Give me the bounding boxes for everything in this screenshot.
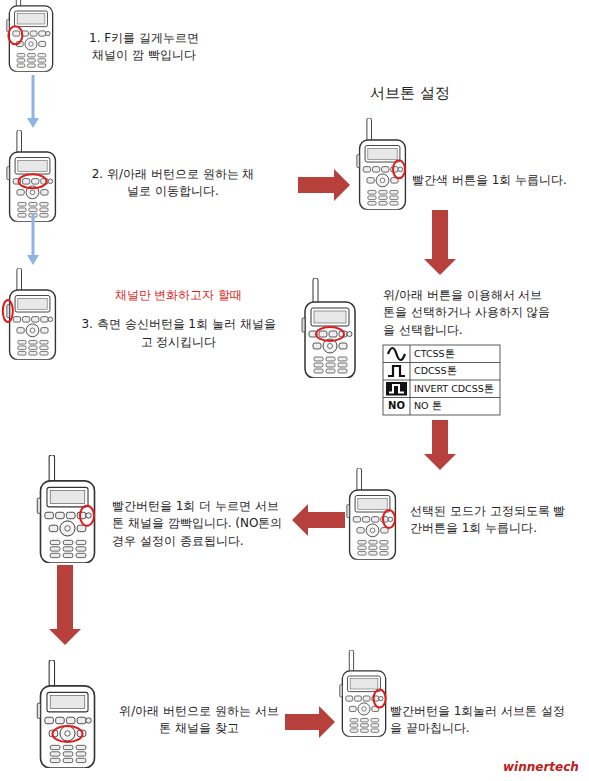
section-title: 서브톤 설정 (370, 84, 450, 103)
invert-cdcss-symbol (386, 382, 407, 396)
radio-figure (340, 650, 386, 737)
flow-arrow (285, 706, 335, 738)
legend-table (383, 345, 500, 415)
step-text: 빨간버턴을 1회 더 누르면 서브톤 채널을 깜빡입니다. (NO톤의 경우 설… (112, 498, 290, 550)
step-box: 빨간색 버튼을 1회 누릅니다. (350, 110, 585, 210)
step-text: 선택된 모드가 고정되도록 빨간버튼을 1회 누릅니다. (410, 503, 575, 538)
legend-text: CDCSS톤 (414, 365, 457, 377)
step-heading: 채널만 변화하고자 할때 (81, 287, 276, 304)
step-box: 빨간버턴을 1회눌러 서브톤 설정을 끝마칩니다. (335, 645, 585, 745)
step-text: 위/아래 버턴으로 원하는 서브톤 채널을 찾고 (115, 703, 283, 738)
flow-arrow (298, 169, 350, 201)
flow-arrow (292, 504, 345, 536)
radio-figure (347, 468, 396, 560)
brand-logo: winnertech (503, 761, 583, 774)
step-text: 2. 위/아래 버턴으로 원하는 채널로 이동합니다. (88, 166, 258, 201)
step-box: 선택된 모드가 고정되도록 빨간버튼을 1회 누릅니다. (345, 470, 585, 565)
radio-figure (7, 0, 53, 72)
legend-text: NO 톤 (414, 400, 442, 412)
step-text: 위/아래 버튼을 이용해서 서브톤을 선택하거나 사용하지 않음을 선택합니다. (383, 287, 553, 339)
cdcss-symbol (388, 366, 405, 376)
step-box: 1. F키를 길게누르면 채널이 깜 빡입니다 (3, 0, 233, 75)
highlight-circles (3, 26, 405, 742)
step-arrow (27, 75, 39, 128)
radio-figure (7, 130, 56, 222)
legend-text: INVERT CDCSS톤 (414, 383, 494, 395)
step-text: 1. F키를 길게누르면 채널이 깜 빡입니다 (88, 30, 200, 65)
radio-figure (37, 455, 94, 563)
ctcss-symbol (388, 348, 405, 360)
legend-text: CTCSS톤 (414, 348, 455, 360)
step-box: 위/아래 버턴으로 원하는 서브톤 채널을 찾고 (30, 645, 285, 775)
step-text: 빨간색 버튼을 1회 누릅니다. (412, 172, 582, 189)
flow-arrow (49, 565, 81, 645)
radio-figure (7, 268, 56, 360)
step-box: 빨간버턴을 1회 더 누르면 서브톤 채널을 깜빡입니다. (NO톤의 경우 설… (30, 455, 292, 565)
step-text: 빨간버턴을 1회눌러 서브톤 설정을 끝마칩니다. (390, 703, 575, 738)
flow-arrow (424, 420, 456, 470)
step-box: 채널만 변화하고자 할때 3. 측면 송신버턴을 1회 눌러 채널을 고 정시킵니… (3, 265, 293, 355)
invert-cdcss-symbol (389, 385, 404, 393)
step-box: 2. 위/아래 버턴으로 원하는 채널로 이동합니다. (3, 128, 298, 213)
radio-figure (302, 278, 355, 378)
step-text: 3. 측면 송신버턴을 1회 눌러 채널을 고 정시킵니다 (81, 316, 276, 351)
legend-sample-label: NO (383, 399, 410, 412)
radio-figure (37, 660, 94, 768)
radio-figure (357, 118, 406, 210)
step-arrow (27, 213, 39, 265)
flow-arrow (424, 210, 456, 275)
